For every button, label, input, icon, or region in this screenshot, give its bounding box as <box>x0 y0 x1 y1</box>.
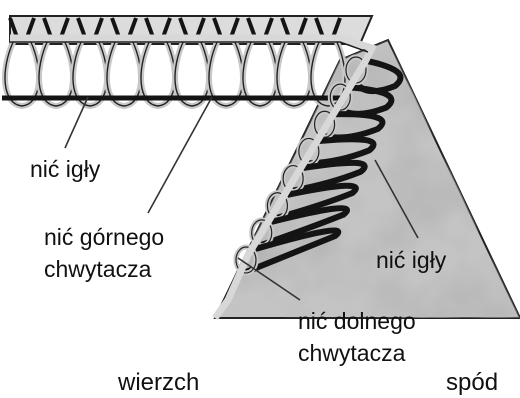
label-needle-thread-left: nić igły <box>30 156 100 182</box>
leader-needle-thread-left <box>65 97 88 148</box>
label-upper-looper-line1: nić górnego <box>44 224 164 250</box>
label-face-side: wierzch <box>118 370 199 396</box>
label-upper-looper-line2: chwytacza <box>44 256 151 282</box>
leader-upper-looper <box>148 97 212 213</box>
label-lower-looper-line2: chwytacza <box>298 340 405 366</box>
label-lower-looper-line1: nić dolnego <box>298 308 416 334</box>
label-needle-thread-right: nić igły <box>376 247 446 273</box>
label-back-side: spód <box>446 370 498 396</box>
